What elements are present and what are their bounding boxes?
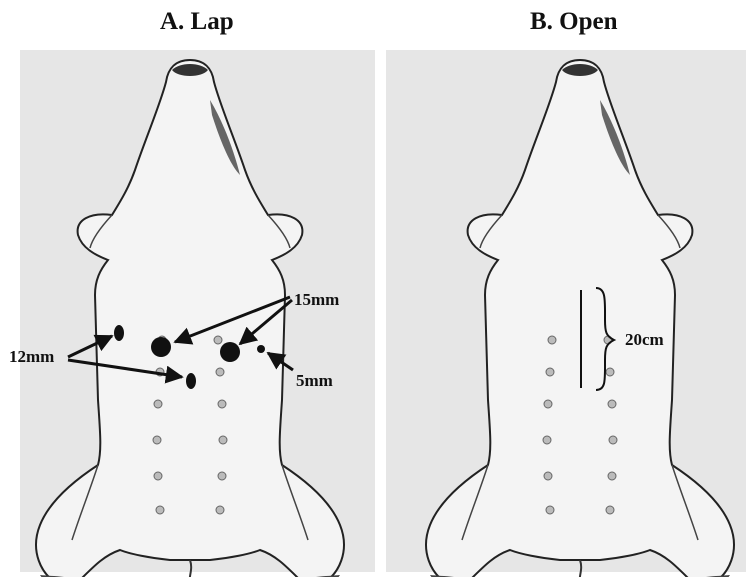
label-12mm: 12mm — [9, 347, 54, 367]
port-12mm-center-marker — [186, 373, 196, 389]
port-15mm-left-marker — [151, 337, 171, 357]
label-5mm: 5mm — [296, 371, 333, 391]
port-15mm-right-marker — [220, 342, 240, 362]
port-12mm-left-marker — [114, 325, 124, 341]
label-20cm: 20cm — [625, 330, 664, 350]
pig-outline-a — [36, 60, 344, 577]
label-15mm: 15mm — [294, 290, 339, 310]
port-5mm-marker — [257, 345, 265, 353]
